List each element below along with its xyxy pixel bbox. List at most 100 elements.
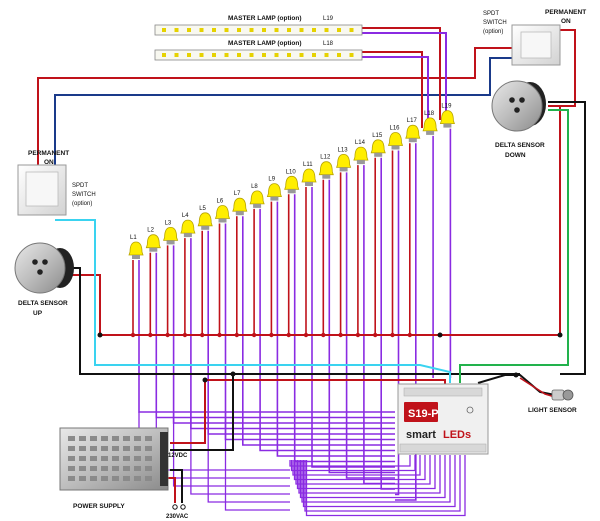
- led-chip: [249, 53, 254, 57]
- lamp-l16-label: L16: [390, 126, 401, 132]
- delta-sensor-down: DELTA SENSOR DOWN: [491, 80, 546, 159]
- bus-junction: [437, 332, 443, 338]
- lamp-l5-base: [201, 225, 210, 230]
- lamp-l17-purple-wire: [395, 143, 417, 501]
- wire-l19-purple: [362, 32, 447, 120]
- delta-down-line1: DELTA SENSOR: [495, 142, 545, 149]
- vent: [101, 456, 108, 461]
- lamp-l8-base: [253, 203, 262, 208]
- lamp-l13: L13: [336, 147, 352, 172]
- led-chip: [162, 53, 166, 57]
- lamp-l11-bulb: [301, 168, 317, 183]
- led-chip: [324, 53, 329, 57]
- lamp-group: L1L2L3L4L5L6L7L8L9L10L11L12L13L14L15L16L…: [128, 104, 455, 259]
- lamp-l7-base: [235, 211, 244, 216]
- lamp-l6-base: [218, 218, 227, 223]
- controller-model: S19-P: [408, 408, 439, 420]
- lamp-l17: L17: [405, 118, 421, 143]
- delta-sensor-up: DELTA SENSOR UP: [14, 242, 74, 317]
- master-lamp-bottom: MASTER LAMP (option) L18: [154, 40, 363, 61]
- lamp-l12-junction: [321, 332, 326, 338]
- lamp-l10-label: L10: [286, 169, 297, 175]
- led-chip: [262, 28, 266, 32]
- lamp-l11: L11: [301, 162, 317, 186]
- lamp-l13-label: L13: [338, 147, 349, 153]
- vent: [134, 466, 141, 471]
- wire-green-down: [459, 109, 569, 383]
- led-chip: [349, 53, 354, 57]
- lamp-l2-base: [149, 247, 158, 252]
- lamp-l16-bulb: [387, 132, 404, 146]
- vent: [79, 436, 86, 441]
- lamp-l1: L1: [128, 235, 144, 259]
- led-chip: [162, 28, 166, 32]
- lamp-l19-base: [443, 123, 452, 128]
- led-chip: [187, 53, 191, 57]
- led-chip: [337, 28, 341, 32]
- wire-l19-red: [362, 27, 441, 120]
- led-chip: [299, 53, 304, 57]
- lamp-l7-bulb: [232, 197, 248, 212]
- led-chip: [199, 28, 204, 32]
- permanent-on-right-line1: PERMANENT: [545, 9, 586, 16]
- power-supply-label: POWER SUPPLY: [73, 503, 125, 510]
- spdt-left-line3: (option): [72, 201, 92, 207]
- vent: [90, 436, 97, 441]
- vent: [79, 446, 86, 451]
- master-lamp-bottom-label: MASTER LAMP (option): [228, 40, 302, 47]
- vent: [101, 436, 108, 441]
- lamp-l12-bulb: [318, 161, 334, 176]
- lamp-l14-bulb: [353, 146, 369, 161]
- lamp-l8: L8: [249, 184, 265, 208]
- led-chip: [274, 53, 279, 57]
- ac-230-label: 230VAC: [166, 514, 189, 520]
- lamp-l3: L3: [163, 220, 179, 245]
- vent: [101, 466, 108, 471]
- lamp-l8-junction: [251, 332, 257, 338]
- lamp-l14: L14: [353, 140, 369, 165]
- lamp-l3-label: L3: [165, 220, 172, 226]
- power-supply: 12VDC POWER SUPPLY 230VAC: [59, 427, 189, 520]
- vent: [90, 456, 97, 461]
- lamp-l7-label: L7: [234, 191, 241, 197]
- wire-230-black: [170, 469, 183, 503]
- vent: [68, 456, 75, 461]
- junctions: [97, 332, 563, 383]
- vent: [79, 466, 86, 471]
- lamp-l7-purple-wire: [242, 216, 395, 446]
- lamp-l19: L19: [439, 104, 455, 128]
- vent: [68, 446, 75, 451]
- brand-smart: smart: [406, 429, 436, 441]
- bundle-wire: [296, 455, 436, 490]
- lamp-l17-junction: [407, 332, 412, 338]
- lamp-l13-bulb: [336, 153, 352, 168]
- bundle-wire: [302, 455, 456, 508]
- vent: [79, 456, 86, 461]
- lamp-l9-label: L9: [268, 177, 275, 183]
- lamp-l3-bulb: [163, 226, 179, 241]
- vent: [145, 436, 152, 441]
- lamp-l4-base: [183, 233, 192, 238]
- lamp-l4-junction: [182, 332, 188, 338]
- vent: [112, 446, 119, 451]
- bundle-wire: [292, 455, 421, 476]
- lamp-l19-label: L19: [441, 104, 452, 110]
- lamp-l11-purple-wire: [311, 187, 395, 468]
- vent: [68, 466, 75, 471]
- lamp-l17-base: [408, 138, 417, 143]
- bus-junction: [230, 371, 236, 377]
- bundle-wire: [301, 455, 451, 503]
- lamp-l11-junction: [303, 332, 309, 338]
- vent: [101, 476, 108, 481]
- lamp-l9-bulb: [266, 183, 282, 197]
- lamp-l6-label: L6: [217, 199, 224, 205]
- wire-cyan-left: [55, 219, 451, 383]
- led-chip: [174, 28, 179, 32]
- bundle-wire: [289, 455, 411, 467]
- wire-red-top: [37, 47, 515, 165]
- spdt-left-line1: SPDT: [72, 183, 88, 189]
- lamp-l12-label: L12: [320, 155, 331, 161]
- lamp-l1-junction: [130, 332, 136, 338]
